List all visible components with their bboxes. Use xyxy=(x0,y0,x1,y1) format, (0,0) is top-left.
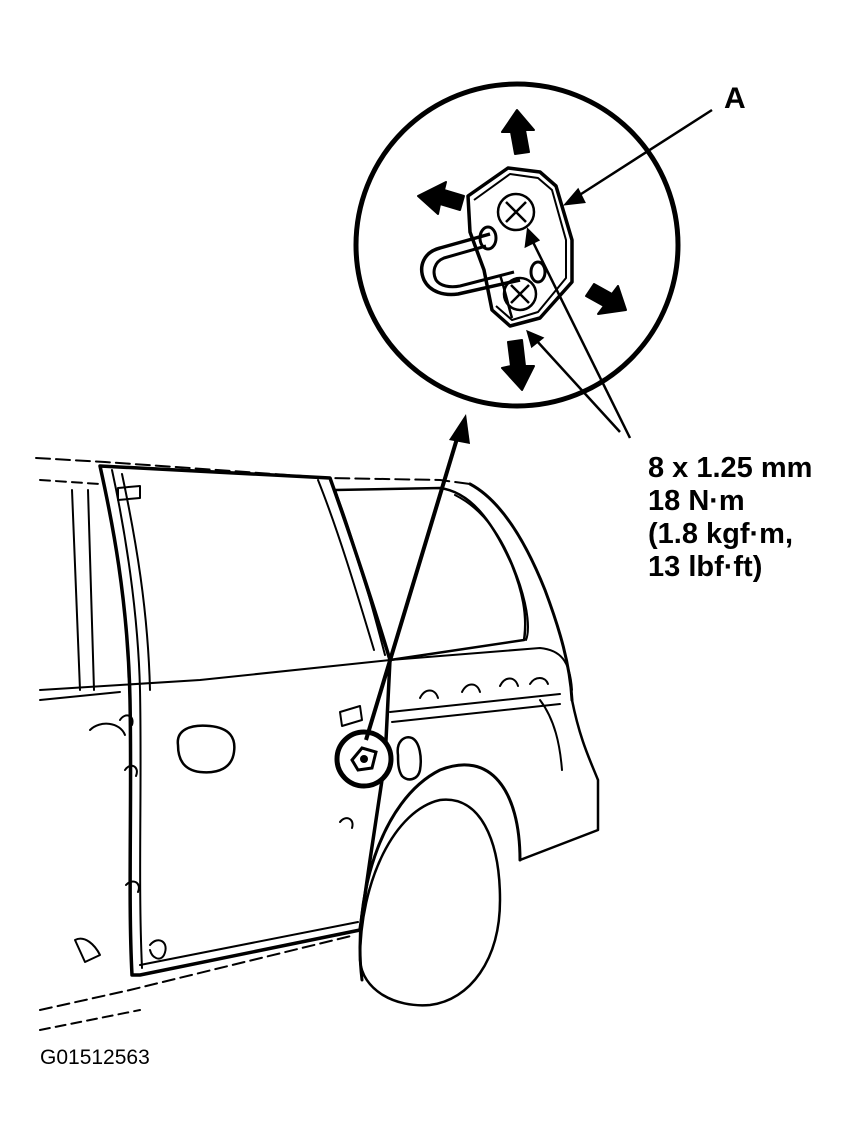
arrow-up-icon xyxy=(501,109,535,155)
part-a-label: A xyxy=(724,82,746,115)
vehicle-body xyxy=(35,457,600,1031)
fastener-spec: 8 x 1.25 mm 18 N·m (1.8 kgf·m, 13 lbf·ft… xyxy=(648,452,812,584)
rear-wheel xyxy=(358,798,502,1007)
torque-kgfm: (1.8 kgf·m, xyxy=(648,518,794,550)
trim-clips xyxy=(389,677,561,723)
door-outline xyxy=(98,464,392,977)
bolt-pointers xyxy=(524,227,632,439)
bolt-size: 8 x 1.25 mm xyxy=(648,452,813,484)
torque-nm: 18 N·m xyxy=(648,485,745,517)
striker-plate xyxy=(419,166,574,328)
detail-circle xyxy=(353,81,681,409)
arrow-left-icon xyxy=(417,181,465,215)
magnify-leader xyxy=(364,414,470,741)
adjustment-arrows xyxy=(417,109,627,391)
wheel-arch xyxy=(358,763,522,982)
sliding-door xyxy=(98,464,422,977)
rocker-line xyxy=(39,934,356,1011)
torque-lbfft: 13 lbf·ft) xyxy=(648,551,763,583)
front-door-handle xyxy=(89,722,126,736)
arrow-right-icon xyxy=(585,283,627,315)
part-a-leader xyxy=(562,108,713,206)
arrow-down-icon xyxy=(501,339,535,391)
door-handle xyxy=(176,724,236,774)
figure-code: G01512563 xyxy=(40,1046,150,1069)
door-edge-fasteners xyxy=(119,705,363,960)
striker-location-marker xyxy=(334,729,394,789)
fuel-door xyxy=(396,736,422,781)
b-pillar xyxy=(71,489,95,691)
belt-line xyxy=(39,647,573,691)
magnified-detail xyxy=(353,81,713,439)
